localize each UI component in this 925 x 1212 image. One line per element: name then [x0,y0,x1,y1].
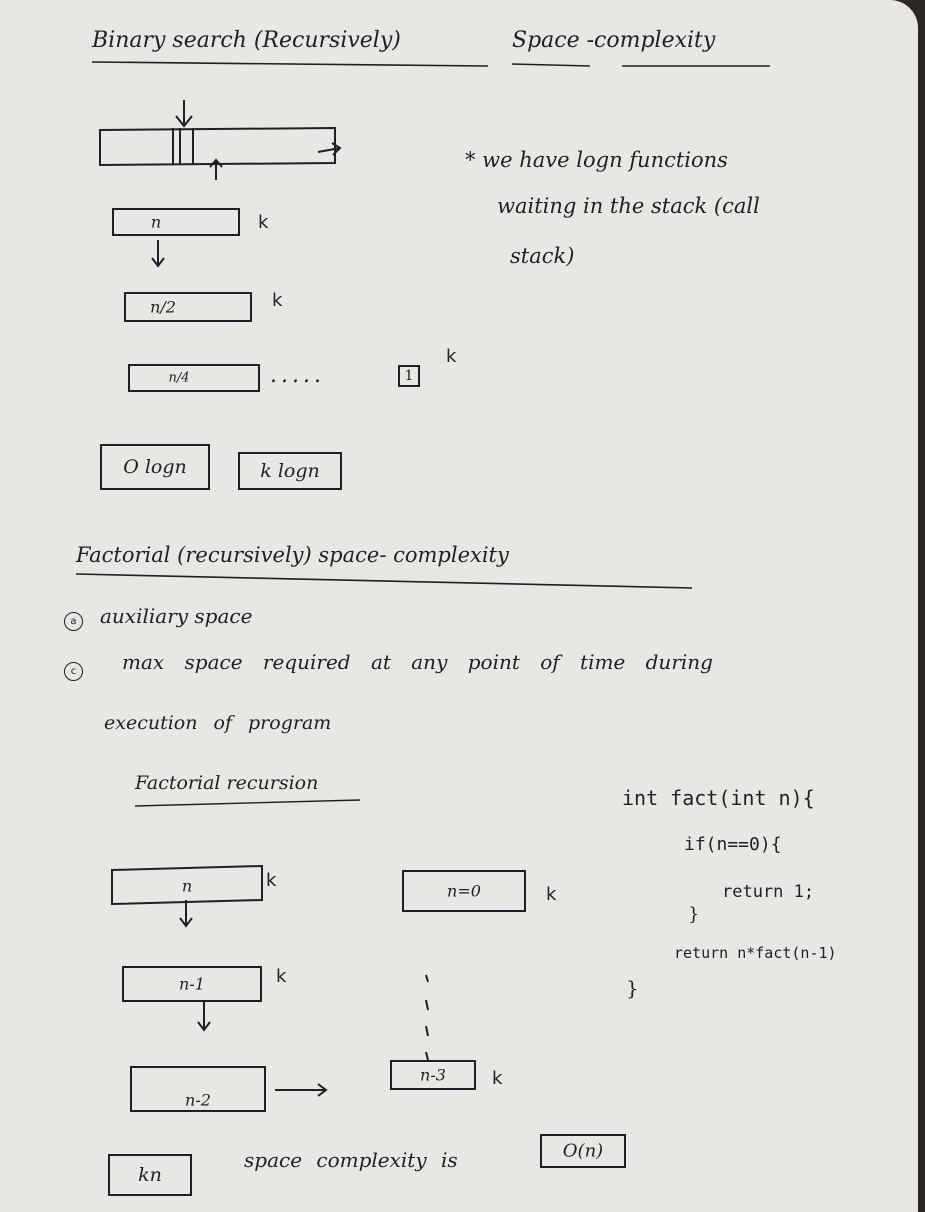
binary-note-line2: waiting in the stack (call [497,194,760,218]
bullet-c-icon: c [64,662,83,681]
total-box-kn: kn [108,1154,192,1196]
factorial-box-n-label: n [181,876,193,896]
result-box-ologn: O logn [100,444,210,490]
binary-box-n: n [112,208,240,236]
factorial-title: Factorial (recursively) space- complexit… [76,543,509,567]
conclusion-text: space complexity is [244,1148,458,1172]
code-line4: } [688,904,700,925]
binary-note-line1: * we have logn functions [465,148,728,172]
k-mark: k [446,346,457,367]
binary-box-1: 1 [398,365,420,387]
k-mark: k [492,1068,503,1089]
factorial-box-n1: n-1 [122,966,262,1002]
result-box-on: O(n) [540,1134,626,1168]
title-underlines [91,61,770,67]
code-line1: int fact(int n){ [622,786,815,810]
code-line6: } [626,976,639,1000]
factorial-box-n0: n=0 [402,870,526,912]
factorial-box-n3: n-3 [390,1060,476,1090]
bullet-a-icon: a [64,612,83,631]
code-line3: return 1; [722,882,815,902]
result-box-klogn: k logn [238,452,342,490]
k-mark: k [276,966,287,987]
k-mark: k [266,870,277,891]
k-mark: k [258,212,269,233]
factorial-box-n2: n-2 [130,1066,266,1112]
binary-title-right: Space -complexity [512,28,716,53]
definition-aux: auxiliary space [100,604,253,628]
ellipsis: ..... [270,363,325,388]
k-mark: k [272,290,283,311]
binary-box-n2: n/2 [124,292,252,322]
definition-max-line2: execution of program [104,712,332,734]
factorial-subtitle: Factorial recursion [135,772,319,794]
definition-max-line1: max space required at any point of time … [122,650,713,674]
binary-title-left: Binary search (Recursively) [92,28,401,53]
k-mark: k [546,884,557,905]
code-line2: if(n==0){ [684,834,782,855]
binary-note-line3: stack) [510,244,575,268]
code-line5: return n*fact(n-1) [674,944,837,962]
binary-box-n4: n/4 [128,364,260,392]
